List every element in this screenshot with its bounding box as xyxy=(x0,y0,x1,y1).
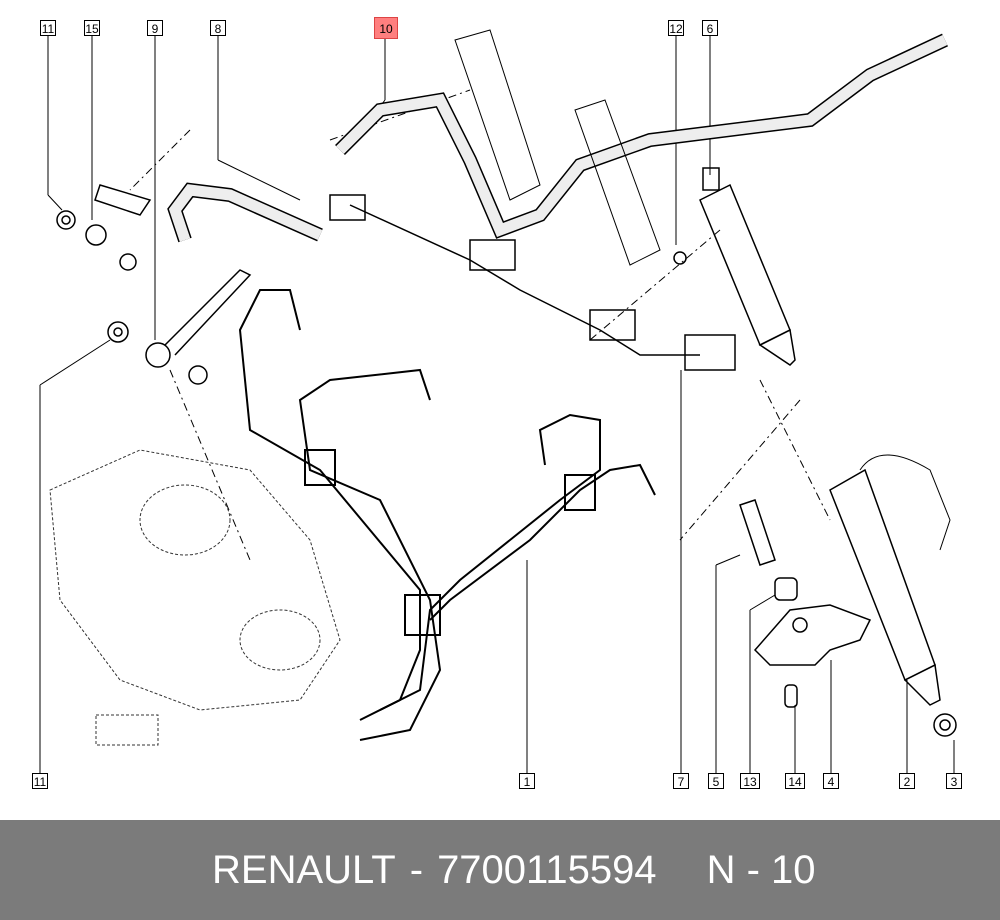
leader-lines xyxy=(39,36,955,773)
callout-9[interactable]: 9 xyxy=(147,20,163,36)
clamp-rail xyxy=(329,194,736,371)
callout-10-highlighted[interactable]: 10 xyxy=(374,17,398,39)
callout-11-top[interactable]: 11 xyxy=(40,20,56,36)
callout-13[interactable]: 13 xyxy=(740,773,760,789)
fasteners xyxy=(56,184,957,737)
part-number: 7700115594 xyxy=(437,848,657,892)
callout-14[interactable]: 14 xyxy=(785,773,805,789)
parts-diagram xyxy=(39,29,957,773)
injector-6 xyxy=(699,167,796,366)
callout-2[interactable]: 2 xyxy=(899,773,915,789)
separator: - xyxy=(409,848,424,892)
callout-1[interactable]: 1 xyxy=(519,773,535,789)
footer-bar: RENAULT - 7700115594 N - 10 xyxy=(0,820,1000,920)
injector-pipes xyxy=(238,289,656,741)
injectors-background xyxy=(454,29,661,266)
callout-12[interactable]: 12 xyxy=(668,20,684,36)
dashed-lines xyxy=(129,89,831,561)
reference-number: N - 10 xyxy=(706,848,816,892)
callout-3[interactable]: 3 xyxy=(946,773,962,789)
brand-name: RENAULT xyxy=(212,848,396,892)
callout-8[interactable]: 8 xyxy=(210,20,226,36)
callout-4[interactable]: 4 xyxy=(823,773,839,789)
injection-pump xyxy=(49,449,341,746)
return-hose xyxy=(167,33,948,243)
callout-5[interactable]: 5 xyxy=(708,773,724,789)
callout-11-bottom[interactable]: 11 xyxy=(32,773,48,789)
callout-15[interactable]: 15 xyxy=(84,20,100,36)
injector-2 xyxy=(829,454,951,706)
callout-7[interactable]: 7 xyxy=(673,773,689,789)
callout-6[interactable]: 6 xyxy=(702,20,718,36)
